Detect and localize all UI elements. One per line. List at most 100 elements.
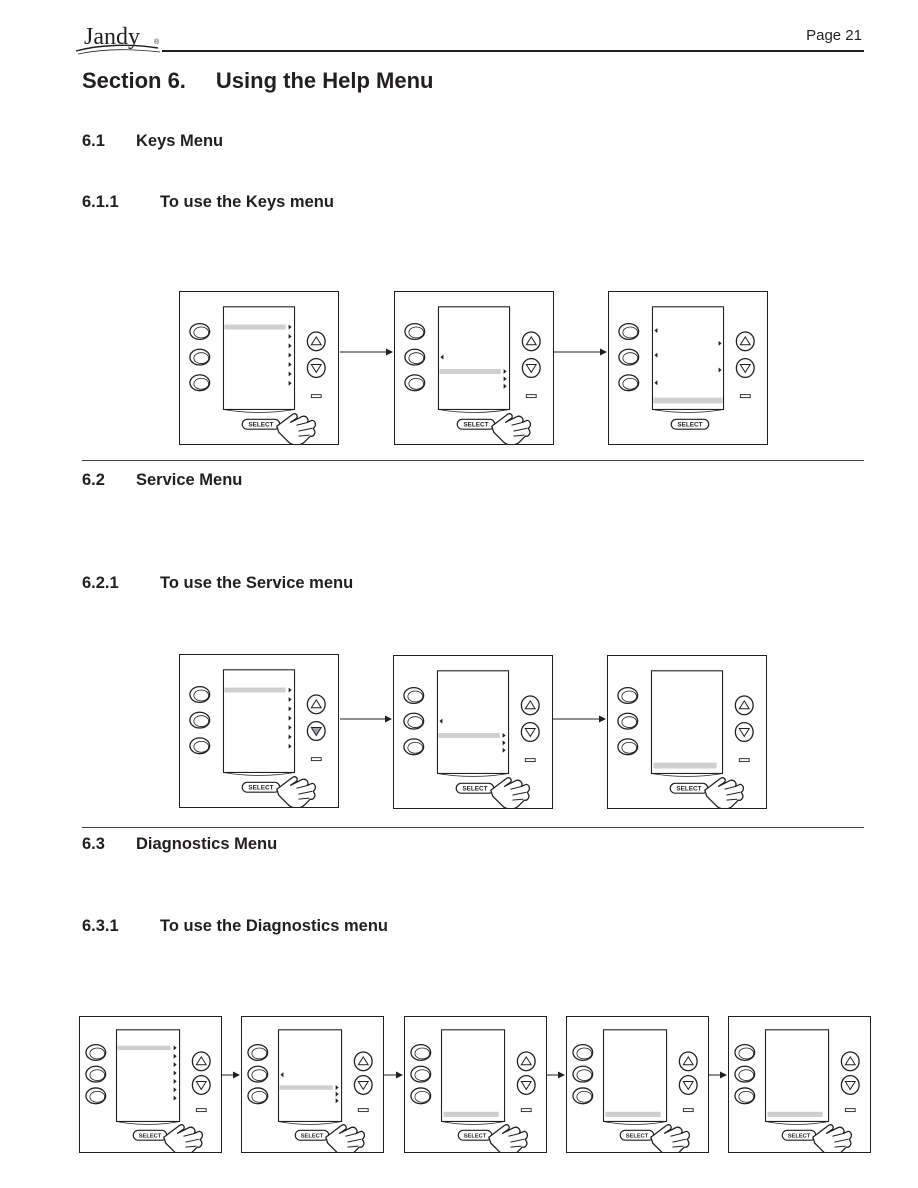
down-arrow-button[interactable] [734, 721, 754, 743]
down-arrow-button[interactable] [840, 1074, 860, 1095]
soft-button[interactable] [734, 1065, 756, 1083]
soft-button[interactable] [403, 686, 425, 705]
soft-button[interactable] [85, 1087, 107, 1105]
select-button[interactable]: SELECT [456, 418, 496, 430]
page-number: Page 21 [806, 27, 862, 44]
soft-button[interactable] [410, 1087, 432, 1105]
up-arrow-button[interactable] [306, 694, 326, 715]
up-arrow-button[interactable] [840, 1051, 860, 1072]
select-button[interactable]: SELECT [455, 782, 495, 794]
select-button[interactable]: SELECT [669, 782, 709, 794]
lcd-screen [277, 1029, 343, 1125]
soft-button[interactable] [734, 1087, 756, 1105]
select-button[interactable]: SELECT [457, 1129, 493, 1141]
soft-button[interactable] [189, 685, 211, 704]
down-arrow-button[interactable] [520, 721, 540, 743]
soft-button[interactable] [85, 1065, 107, 1083]
select-label: SELECT [462, 786, 487, 793]
soft-button[interactable] [404, 348, 426, 366]
soft-button[interactable] [617, 712, 639, 730]
controller-panel: SELECT [607, 655, 767, 809]
soft-button[interactable] [410, 1065, 432, 1083]
up-arrow-button[interactable] [353, 1051, 373, 1072]
down-arrow-button[interactable] [678, 1074, 698, 1095]
soft-button[interactable] [85, 1043, 107, 1061]
soft-button[interactable] [618, 374, 640, 392]
down-arrow-button[interactable] [521, 357, 541, 379]
lcd-screen [115, 1029, 181, 1125]
svg-text:®: ® [154, 38, 160, 46]
select-button[interactable]: SELECT [132, 1129, 168, 1141]
soft-button[interactable] [247, 1065, 269, 1083]
soft-button[interactable] [572, 1087, 594, 1105]
soft-button[interactable] [572, 1043, 594, 1061]
down-arrow-button[interactable] [353, 1074, 373, 1095]
up-arrow-button[interactable] [521, 331, 541, 352]
up-arrow-button[interactable] [516, 1051, 536, 1072]
soft-button[interactable] [404, 374, 426, 392]
status-led [310, 757, 322, 762]
select-button[interactable]: SELECT [619, 1129, 655, 1141]
soft-button[interactable] [403, 738, 425, 756]
lcd-screen [650, 670, 724, 777]
lcd-screen [222, 669, 296, 776]
soft-button[interactable] [189, 711, 211, 729]
lcd-screen [437, 306, 511, 413]
select-button[interactable]: SELECT [241, 781, 281, 793]
pointing-hand-icon [325, 1124, 365, 1152]
status-led [520, 1108, 532, 1113]
status-led [357, 1108, 369, 1113]
select-label: SELECT [676, 786, 701, 793]
lcd-screen [602, 1029, 668, 1125]
flow-arrow-icon [547, 1071, 565, 1079]
soft-button[interactable] [403, 712, 425, 730]
select-button[interactable]: SELECT [241, 418, 281, 430]
up-arrow-button[interactable] [678, 1051, 698, 1072]
pointing-hand-icon [163, 1124, 203, 1152]
soft-button[interactable] [618, 322, 640, 341]
up-arrow-button[interactable] [191, 1051, 211, 1072]
select-button[interactable]: SELECT [781, 1129, 817, 1141]
down-arrow-button[interactable] [306, 720, 326, 742]
select-button[interactable]: SELECT [294, 1129, 330, 1141]
up-arrow-button[interactable] [734, 695, 754, 716]
soft-button[interactable] [247, 1087, 269, 1105]
soft-button[interactable] [247, 1043, 269, 1061]
pointing-hand-icon [650, 1124, 690, 1152]
up-arrow-button[interactable] [520, 695, 540, 716]
up-arrow-button[interactable] [735, 331, 755, 352]
up-arrow-button[interactable] [306, 331, 326, 352]
flow-arrow-icon [553, 715, 606, 723]
soft-button[interactable] [189, 737, 211, 755]
controller-panel: SELECT [79, 1016, 222, 1153]
soft-button[interactable] [410, 1043, 432, 1061]
soft-button[interactable] [617, 686, 639, 705]
down-arrow-button[interactable] [735, 357, 755, 379]
soft-button[interactable] [617, 738, 639, 756]
down-arrow-button[interactable] [191, 1074, 211, 1095]
flow-arrow-icon [222, 1071, 240, 1079]
status-led [738, 758, 750, 763]
lcd-screen [436, 670, 510, 777]
select-label: SELECT [464, 1134, 487, 1140]
down-arrow-button[interactable] [516, 1074, 536, 1095]
lcd-screen [440, 1029, 506, 1125]
soft-button[interactable] [618, 348, 640, 366]
panel-drawing: SELECT [618, 306, 755, 430]
soft-button[interactable] [189, 374, 211, 392]
status-led [195, 1108, 207, 1113]
soft-button[interactable] [734, 1043, 756, 1061]
soft-button[interactable] [189, 348, 211, 366]
panel-drawing: SELECT [85, 1029, 211, 1152]
select-label: SELECT [301, 1134, 324, 1140]
soft-button[interactable] [189, 322, 211, 341]
soft-button[interactable] [404, 322, 426, 341]
panel-drawing: SELECT [617, 670, 754, 808]
soft-button[interactable] [572, 1065, 594, 1083]
select-button[interactable]: SELECT [670, 418, 710, 430]
down-arrow-button[interactable] [306, 357, 326, 379]
section-title: Section 6.Using the Help Menu [82, 68, 433, 94]
